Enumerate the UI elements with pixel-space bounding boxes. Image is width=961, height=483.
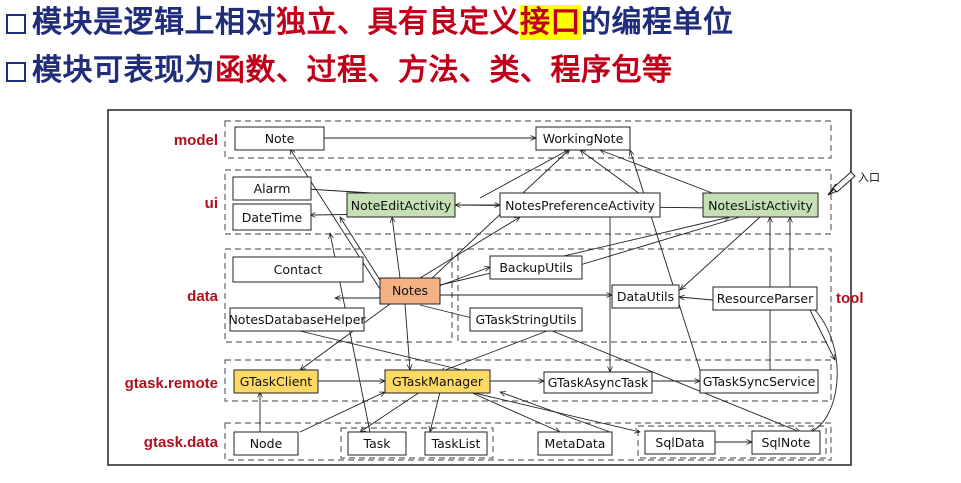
svg-text:NoteEditActivity: NoteEditActivity [351, 198, 452, 213]
svg-text:NotesPreferenceActivity: NotesPreferenceActivity [505, 198, 655, 213]
node-gtask-async-task: GTaskAsyncTask [543, 371, 653, 394]
svg-text:Notes: Notes [392, 283, 428, 298]
svg-text:MetaData: MetaData [545, 436, 606, 451]
node-date-time: DateTime [232, 203, 312, 231]
layer-tool-box [457, 248, 832, 343]
layer-label-ui: ui [205, 195, 218, 212]
heading-line-2: 模块可表现为函数、过程、方法、类、程序包等 [6, 56, 673, 86]
svg-text:Node: Node [250, 436, 283, 451]
interface-highlight: 接口 [520, 5, 581, 40]
svg-text:NotesListActivity: NotesListActivity [708, 198, 813, 213]
node-note: Note [234, 126, 325, 151]
node-backup-utils: BackupUtils [489, 255, 583, 280]
node-task-list: TaskList [424, 431, 488, 456]
node-notes-database-helper: NotesDatabaseHelper [228, 307, 366, 332]
node-working-note: WorkingNote [535, 126, 631, 151]
svg-text:GTaskClient: GTaskClient [240, 374, 313, 389]
layer-model-box [224, 120, 832, 159]
layer-label-gtask-remote: gtask.remote [125, 375, 218, 392]
svg-text:TaskList: TaskList [431, 436, 481, 451]
layer-label-tool: tool [836, 290, 864, 307]
node-sql-data: SqlData [644, 430, 716, 455]
svg-text:NotesDatabaseHelper: NotesDatabaseHelper [228, 312, 366, 327]
layer-label-model: model [174, 132, 218, 149]
svg-text:Contact: Contact [274, 262, 323, 277]
node-gtask-sync-service: GTaskSyncService [699, 369, 819, 394]
svg-text:GTaskAsyncTask: GTaskAsyncTask [548, 375, 649, 390]
svg-text:Note: Note [265, 131, 295, 146]
svg-text:Task: Task [363, 436, 392, 451]
layer-gtask-data-box [224, 422, 832, 461]
node-gtask-manager: GTaskManager [384, 369, 491, 394]
node-note-edit-activity: NoteEditActivity [346, 192, 456, 218]
svg-text:GTaskStringUtils: GTaskStringUtils [475, 312, 576, 327]
svg-text:BackupUtils: BackupUtils [499, 260, 572, 275]
svg-text:GTaskSyncService: GTaskSyncService [703, 374, 816, 389]
svg-text:ResourceParser: ResourceParser [717, 291, 814, 306]
node-node: Node [233, 431, 299, 456]
node-notes-preference-activity: NotesPreferenceActivity [499, 192, 661, 218]
node-sql-note: SqlNote [751, 430, 821, 455]
layer-label-data: data [187, 288, 219, 305]
checkbox-bullet-icon [6, 14, 26, 34]
node-gtask-client: GTaskClient [233, 369, 319, 394]
node-notes: Notes [379, 277, 441, 305]
entry-arrow-icon [827, 171, 856, 196]
node-resource-parser: ResourceParser [712, 286, 818, 311]
svg-text:DateTime: DateTime [242, 210, 303, 225]
svg-text:DataUtils: DataUtils [617, 289, 674, 304]
dependency-arrows [260, 138, 838, 442]
node-contact: Contact [232, 256, 364, 283]
node-alarm: Alarm [232, 176, 312, 201]
entry-label: 入口 [858, 171, 880, 184]
svg-text:WorkingNote: WorkingNote [543, 131, 624, 146]
sql-group-box [637, 425, 827, 459]
node-data-utils: DataUtils [611, 284, 680, 309]
node-gtask-string-utils: GTaskStringUtils [469, 307, 583, 332]
heading-line-1: 模块是逻辑上相对独立、具有良定义接口的编程单位 [6, 5, 734, 40]
node-notes-list-activity: NotesListActivity [702, 192, 819, 218]
svg-text:GTaskManager: GTaskManager [392, 374, 484, 389]
layer-label-gtask-data: gtask.data [144, 434, 219, 451]
svg-text:SqlData: SqlData [655, 435, 704, 450]
layer-ui-box [224, 169, 832, 235]
checkbox-bullet-icon [6, 62, 26, 82]
svg-text:Alarm: Alarm [254, 181, 291, 196]
layer-gtask-remote-box [224, 359, 832, 402]
svg-text:SqlNote: SqlNote [762, 435, 811, 450]
task-group-box [340, 427, 494, 459]
node-task: Task [347, 431, 407, 456]
node-meta-data: MetaData [537, 431, 613, 456]
